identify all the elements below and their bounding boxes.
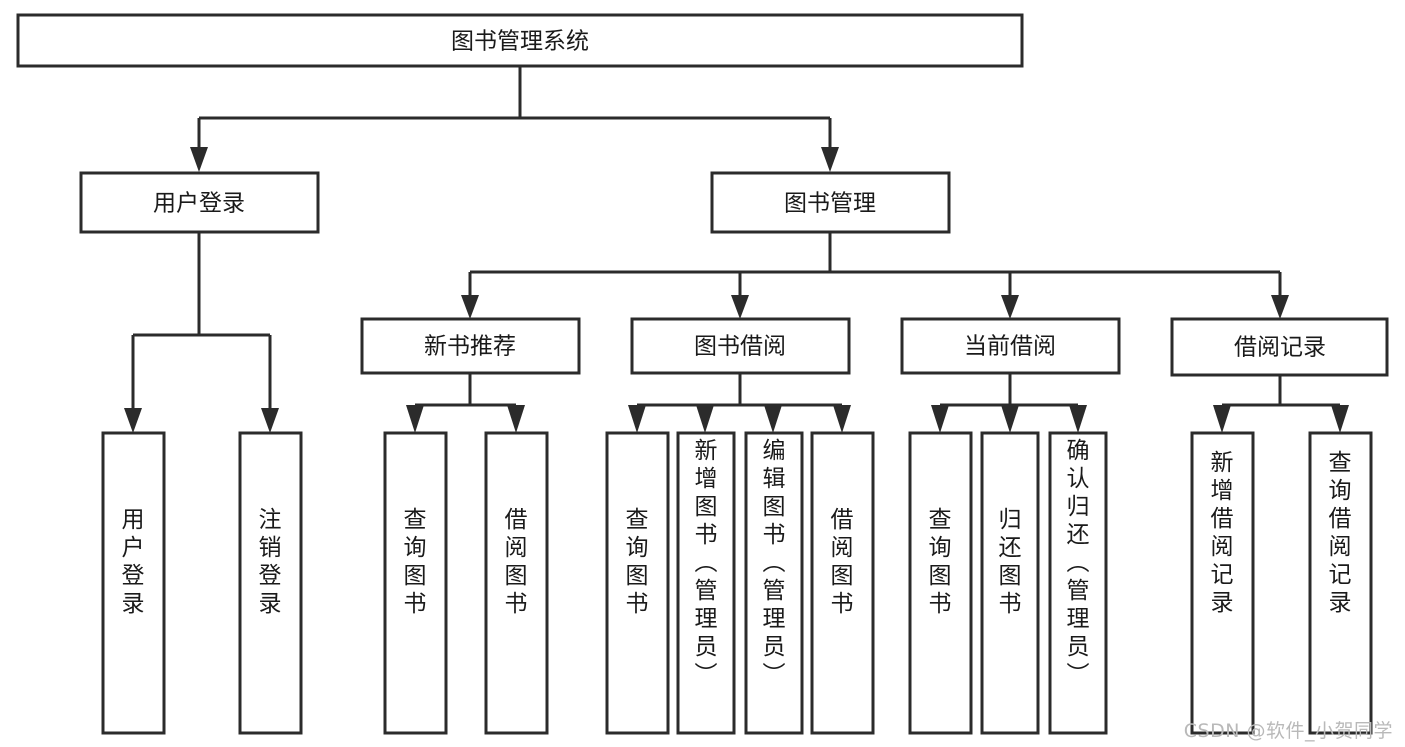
node-leaf-query-book-2-box[interactable] (605, 431, 670, 735)
node-leaf-logout-label: 注销登录 (259, 507, 282, 617)
connector-group-current-borrow (931, 373, 1087, 433)
arrow-to-leaf-query-record (1331, 405, 1349, 433)
watermark: CSDN @软件_小贺同学 (1183, 720, 1393, 742)
node-leaf-query-book-2[interactable]: 查询图书 (605, 431, 670, 735)
node-leaf-query-record-box[interactable] (1308, 431, 1373, 735)
arrow-to-leaf-logout (261, 408, 279, 433)
connector-group-book-borrow (628, 373, 851, 433)
node-leaf-query-book-1[interactable]: 查询图书 (383, 431, 448, 735)
node-borrow-record[interactable]: 借阅记录 (1170, 317, 1389, 377)
node-leaf-add-book-label: 新增图书︵管理员︶ (695, 438, 718, 688)
arrow-to-leaf-edit-book (764, 405, 782, 433)
node-leaf-edit-book-label: 编辑图书︵管理员︶ (763, 438, 786, 688)
arrow-to-current-borrow (1001, 295, 1019, 319)
node-leaf-return-book[interactable]: 归还图书 (980, 431, 1040, 735)
connector-group-user-login (124, 232, 279, 433)
node-root-box[interactable] (16, 13, 1024, 68)
node-leaf-add-book-box[interactable] (676, 431, 736, 735)
node-leaf-user-login-label: 用户登录 (122, 507, 145, 617)
arrow-to-borrow-record (1271, 295, 1289, 319)
node-leaf-return-book-box[interactable] (980, 431, 1040, 735)
node-root-label: 图书管理系统 (451, 29, 589, 55)
node-new-book-rec-label: 新书推荐 (424, 334, 516, 360)
node-leaf-query-record-label: 查询借阅记录 (1329, 450, 1352, 616)
arrow-to-leaf-user-login (124, 408, 142, 433)
node-book-borrow-box[interactable] (630, 317, 851, 375)
arrow-to-new-book-rec (461, 295, 479, 319)
node-leaf-return-book-label: 归还图书 (999, 507, 1022, 617)
node-user-login-label: 用户登录 (153, 191, 245, 217)
node-leaf-borrow-book-1-label: 借阅图书 (505, 507, 528, 617)
arrow-to-leaf-borrow-book-1 (507, 405, 525, 433)
node-leaf-borrow-book-2-box[interactable] (810, 431, 875, 735)
node-leaf-borrow-book-1[interactable]: 借阅图书 (484, 431, 549, 735)
node-leaf-borrow-book-2-label: 借阅图书 (831, 507, 854, 617)
node-current-borrow-box[interactable] (900, 317, 1121, 375)
connector-group-new-book-rec (406, 373, 525, 433)
node-leaf-add-book[interactable]: 新增图书︵管理员︶ (676, 431, 736, 735)
node-leaf-query-book-3[interactable]: 查询图书 (908, 431, 973, 735)
node-borrow-record-label: 借阅记录 (1234, 335, 1326, 361)
node-book-borrow[interactable]: 图书借阅 (630, 317, 851, 375)
node-current-borrow-label: 当前借阅 (964, 334, 1056, 360)
arrow-to-leaf-borrow-book-2 (833, 405, 851, 433)
node-leaf-query-book-1-box[interactable] (383, 431, 448, 735)
node-book-manage-label: 图书管理 (784, 191, 876, 217)
node-borrow-record-box[interactable] (1170, 317, 1389, 377)
arrow-to-book-borrow (731, 295, 749, 319)
node-leaf-query-book-1-label: 查询图书 (404, 507, 427, 617)
arrow-to-leaf-add-record (1213, 405, 1231, 433)
node-leaf-query-book-3-label: 查询图书 (929, 507, 952, 617)
node-new-book-rec-box[interactable] (360, 317, 581, 375)
arrow-to-leaf-query-book-3 (931, 405, 949, 433)
node-leaf-user-login[interactable]: 用户登录 (101, 431, 166, 735)
node-leaf-logout-box[interactable] (238, 431, 303, 735)
node-user-login[interactable]: 用户登录 (79, 171, 320, 234)
node-root[interactable]: 图书管理系统 (16, 13, 1024, 68)
arrow-to-leaf-return-book (1001, 405, 1019, 433)
node-book-manage-box[interactable] (710, 171, 951, 234)
node-leaf-confirm-return[interactable]: 确认归还︵管理员︶ (1048, 431, 1108, 735)
node-leaf-query-book-2-label: 查询图书 (626, 507, 649, 617)
node-leaf-confirm-return-box[interactable] (1048, 431, 1108, 735)
connector-group-borrow-record (1213, 375, 1349, 433)
node-leaf-add-record-box[interactable] (1190, 431, 1255, 735)
node-leaf-borrow-book-2[interactable]: 借阅图书 (810, 431, 875, 735)
node-leaf-edit-book[interactable]: 编辑图书︵管理员︶ (744, 431, 804, 735)
arrow-root-to-user-login (190, 147, 208, 172)
node-leaf-add-record-label: 新增借阅记录 (1211, 450, 1234, 616)
arrow-root-to-book-manage (821, 147, 839, 172)
arrow-to-leaf-add-book (696, 405, 714, 433)
node-leaf-add-record[interactable]: 新增借阅记录 (1190, 431, 1255, 735)
connector-group-root (190, 66, 839, 172)
arrow-to-leaf-confirm-return (1069, 405, 1087, 433)
node-book-borrow-label: 图书借阅 (694, 334, 786, 360)
node-leaf-confirm-return-label: 确认归还︵管理员︶ (1067, 438, 1090, 688)
arrow-to-leaf-query-book-2 (628, 405, 646, 433)
node-leaf-logout[interactable]: 注销登录 (238, 431, 303, 735)
node-leaf-query-record[interactable]: 查询借阅记录 (1308, 431, 1373, 735)
node-leaf-query-book-3-box[interactable] (908, 431, 973, 735)
node-user-login-box[interactable] (79, 171, 320, 234)
node-leaf-user-login-box[interactable] (101, 431, 166, 735)
node-new-book-rec[interactable]: 新书推荐 (360, 317, 581, 375)
node-leaf-edit-book-box[interactable] (744, 431, 804, 735)
node-current-borrow[interactable]: 当前借阅 (900, 317, 1121, 375)
arrow-to-leaf-query-book-1 (406, 405, 424, 433)
node-leaf-borrow-book-1-box[interactable] (484, 431, 549, 735)
connector-group-book-manage (461, 232, 1289, 319)
node-book-manage[interactable]: 图书管理 (710, 171, 951, 234)
